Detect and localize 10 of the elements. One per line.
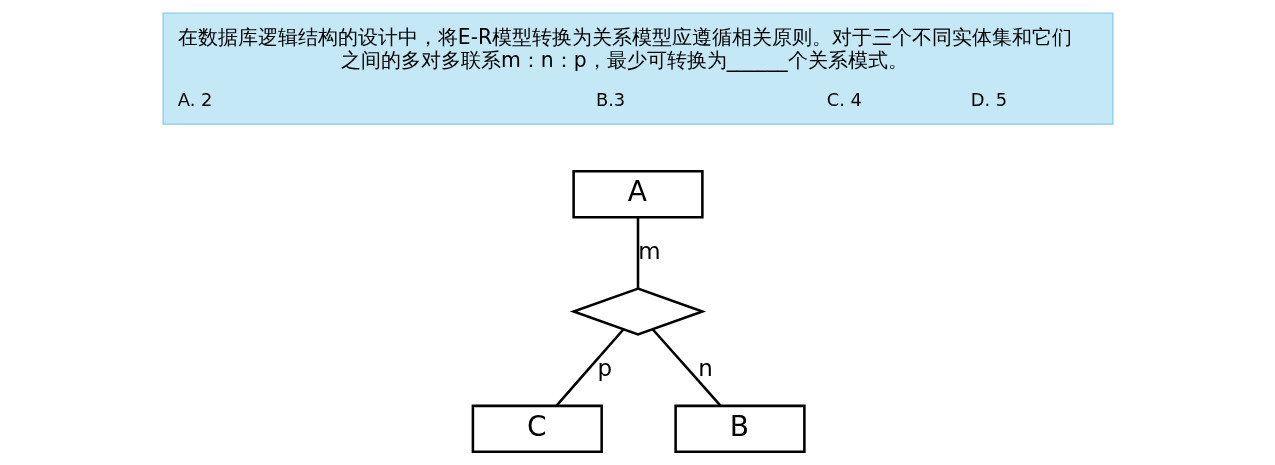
connector: [554, 328, 624, 407]
node-box: B: [673, 404, 806, 454]
edge-label: m: [637, 237, 661, 264]
edge-label: p: [597, 354, 612, 381]
node-box: A: [571, 170, 704, 219]
node-box: C: [471, 404, 603, 454]
connector: [636, 217, 639, 289]
connector: [651, 328, 722, 407]
node-diamond: [569, 287, 706, 336]
edge-label: n: [697, 354, 713, 381]
